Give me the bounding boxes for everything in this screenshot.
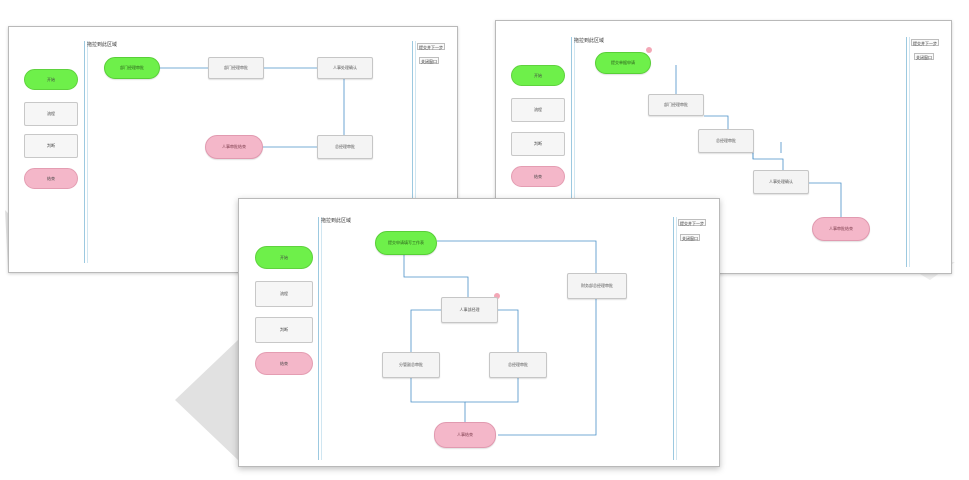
palette-end-label: 结束 bbox=[47, 175, 55, 181]
submit-next-button[interactable]: 提交并下一步 bbox=[417, 43, 445, 50]
palette-decision-label: 判断 bbox=[47, 143, 55, 148]
palette-process-label: 流程 bbox=[534, 107, 542, 112]
palette-decision[interactable]: 判断 bbox=[511, 132, 565, 156]
flow-node[interactable]: 财务部总经理审批 bbox=[567, 273, 627, 299]
right-divider bbox=[906, 37, 907, 267]
flow-node-start[interactable]: 提交单据申请 bbox=[595, 52, 651, 74]
palette-end[interactable]: 结束 bbox=[24, 168, 78, 189]
palette-decision-label: 判断 bbox=[280, 327, 288, 332]
palette-divider-inner bbox=[87, 41, 88, 263]
flow-node-start-label: 部门经理审批 bbox=[120, 65, 144, 70]
flow-node[interactable]: 总经理审批 bbox=[698, 129, 754, 153]
close-window-button[interactable]: 关闭窗口 bbox=[419, 57, 439, 64]
flow-node-end[interactable]: 人事审批结束 bbox=[205, 135, 263, 159]
selection-handle[interactable] bbox=[494, 293, 500, 299]
flow-node-start-label: 提交申请填写工作表 bbox=[388, 240, 424, 245]
selection-handle[interactable] bbox=[646, 47, 652, 53]
drop-area-title: 拖拉到此区域 bbox=[574, 38, 605, 44]
palette-divider bbox=[84, 41, 85, 263]
flow-node-label: 人事部经理 bbox=[459, 307, 480, 312]
palette-divider bbox=[571, 37, 572, 267]
flow-node-end-label: 人事审批结束 bbox=[222, 144, 246, 149]
flow-node-label: 总经理审批 bbox=[335, 144, 355, 149]
palette-process[interactable]: 流程 bbox=[24, 102, 78, 126]
submit-next-button[interactable]: 提交并下一步 bbox=[678, 219, 706, 226]
flow-node[interactable]: 人事处理确认 bbox=[317, 57, 373, 79]
palette-process-label: 流程 bbox=[47, 111, 55, 116]
palette-end[interactable]: 结束 bbox=[255, 352, 313, 375]
flow-node-label: 分管副总审批 bbox=[399, 362, 423, 367]
right-divider-inner bbox=[415, 41, 416, 263]
right-divider bbox=[412, 41, 413, 263]
right-divider bbox=[673, 217, 674, 460]
right-divider-inner bbox=[909, 37, 910, 267]
palette-decision-label: 判断 bbox=[534, 141, 542, 146]
flow-node[interactable]: 分管副总审批 bbox=[382, 352, 440, 378]
drop-area-title: 拖拉到此区域 bbox=[87, 42, 118, 48]
submit-next-button[interactable]: 提交并下一步 bbox=[911, 39, 939, 46]
palette-start[interactable]: 开始 bbox=[255, 246, 313, 269]
flow-edges bbox=[403, 240, 597, 436]
palette-process-label: 流程 bbox=[280, 291, 288, 296]
palette-divider bbox=[318, 217, 319, 460]
flow-node-start[interactable]: 提交申请填写工作表 bbox=[375, 231, 437, 255]
flow-node-label: 人事处理确认 bbox=[769, 179, 793, 184]
flow-node[interactable]: 人事处理确认 bbox=[753, 170, 809, 194]
flow-node-label: 部门经理审批 bbox=[664, 102, 688, 107]
palette-decision[interactable]: 判断 bbox=[255, 317, 313, 343]
close-window-button[interactable]: 关闭窗口 bbox=[680, 234, 700, 241]
flow-node-label: 总经理审批 bbox=[508, 362, 528, 367]
flow-edges bbox=[160, 67, 345, 148]
palette-decision[interactable]: 判断 bbox=[24, 134, 78, 158]
drop-area-title: 拖拉到此区域 bbox=[321, 218, 352, 224]
palette-process[interactable]: 流程 bbox=[255, 281, 313, 307]
screenshot-branch-flow: 开始 流程 判断 结束 拖拉到此区域 提交并下一步 关闭窗口 提交申请填写工作表… bbox=[238, 198, 720, 467]
flow-node-end-label: 人事结束 bbox=[457, 432, 473, 437]
flow-node-start-label: 提交单据申请 bbox=[611, 60, 635, 65]
palette-divider-inner bbox=[321, 217, 322, 460]
palette-start[interactable]: 开始 bbox=[24, 69, 78, 90]
palette-start[interactable]: 开始 bbox=[511, 65, 565, 86]
flow-node-start[interactable]: 部门经理审批 bbox=[104, 57, 160, 79]
flow-node-end-label: 人事审批结束 bbox=[829, 226, 853, 231]
palette-start-label: 开始 bbox=[534, 72, 542, 78]
flow-node[interactable]: 部门经理审批 bbox=[208, 57, 264, 79]
flow-node-label: 总经理审批 bbox=[716, 138, 736, 143]
flow-node-end[interactable]: 人事审批结束 bbox=[812, 217, 870, 241]
flow-node-end[interactable]: 人事结束 bbox=[434, 422, 496, 448]
flow-node-label: 人事处理确认 bbox=[333, 65, 357, 70]
flow-node[interactable]: 人事部经理 bbox=[441, 297, 498, 323]
flow-node-label: 财务部总经理审批 bbox=[581, 283, 613, 288]
flow-node[interactable]: 部门经理审批 bbox=[648, 94, 704, 116]
palette-end-label: 结束 bbox=[280, 360, 288, 366]
palette-process[interactable]: 流程 bbox=[511, 98, 565, 122]
palette-end-label: 结束 bbox=[534, 173, 542, 179]
close-window-button[interactable]: 关闭窗口 bbox=[914, 53, 934, 60]
palette-divider-inner bbox=[574, 37, 575, 267]
palette-end[interactable]: 结束 bbox=[511, 166, 565, 187]
palette-start-label: 开始 bbox=[47, 76, 55, 82]
flow-node[interactable]: 总经理审批 bbox=[489, 352, 547, 378]
flow-node[interactable]: 总经理审批 bbox=[317, 135, 373, 159]
flow-node-label: 部门经理审批 bbox=[224, 65, 248, 70]
palette-start-label: 开始 bbox=[280, 254, 288, 260]
right-divider-inner bbox=[676, 217, 677, 460]
